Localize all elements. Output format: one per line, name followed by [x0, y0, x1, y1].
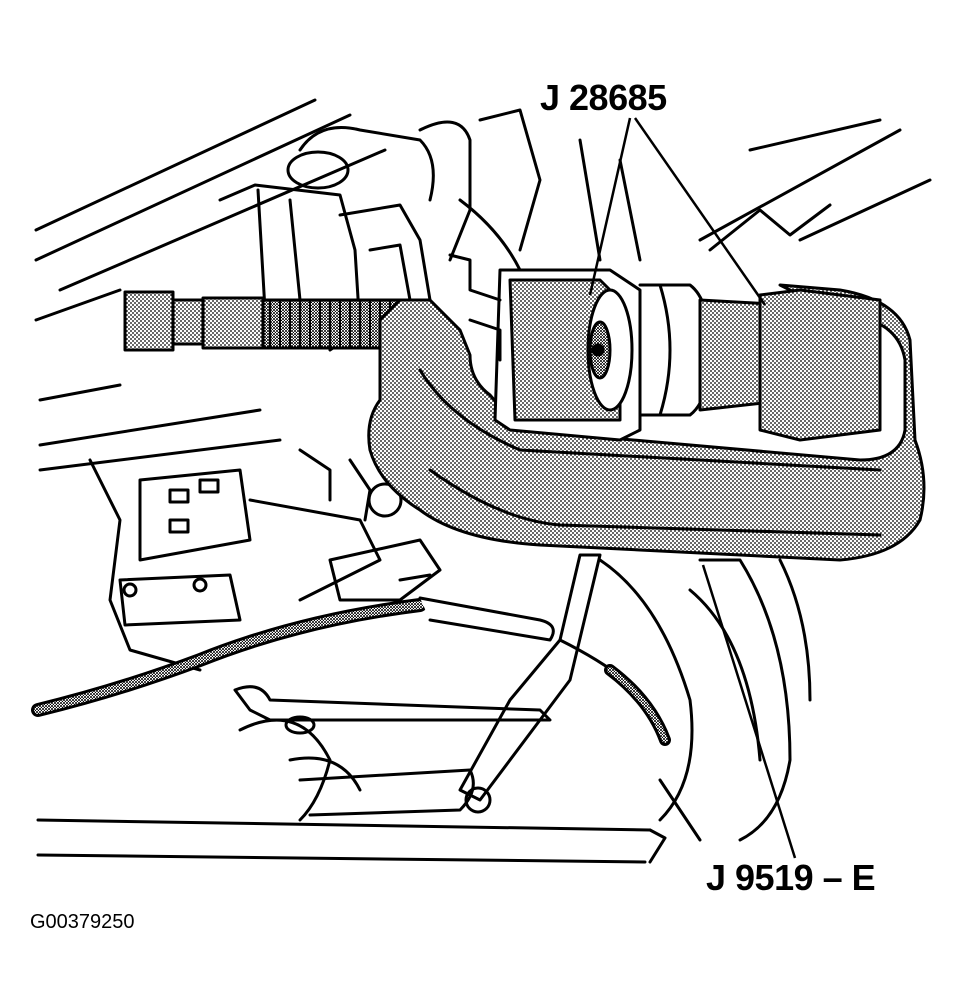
figure-id: G00379250 — [30, 911, 135, 933]
stabilizer-bracket — [233, 685, 552, 822]
leader-j9519e — [701, 564, 797, 859]
knuckle-arm — [458, 553, 812, 842]
callout-j28685: J 28685 — [540, 77, 667, 118]
engine-components — [218, 108, 642, 352]
body-panel — [698, 118, 932, 252]
leader-j28685-a — [588, 117, 632, 296]
lower-control-arm-area — [88, 448, 442, 672]
c-frame-press — [367, 283, 926, 562]
forcing-screw — [123, 290, 402, 352]
callout-j9519e: J 9519 – E — [706, 857, 876, 898]
leader-j28685-b — [633, 117, 767, 306]
receiver-adapter — [448, 253, 882, 442]
brake-hose — [31, 596, 671, 746]
leader-lines — [588, 117, 797, 859]
frame-rails — [34, 98, 387, 472]
bottom-rail — [36, 778, 702, 864]
